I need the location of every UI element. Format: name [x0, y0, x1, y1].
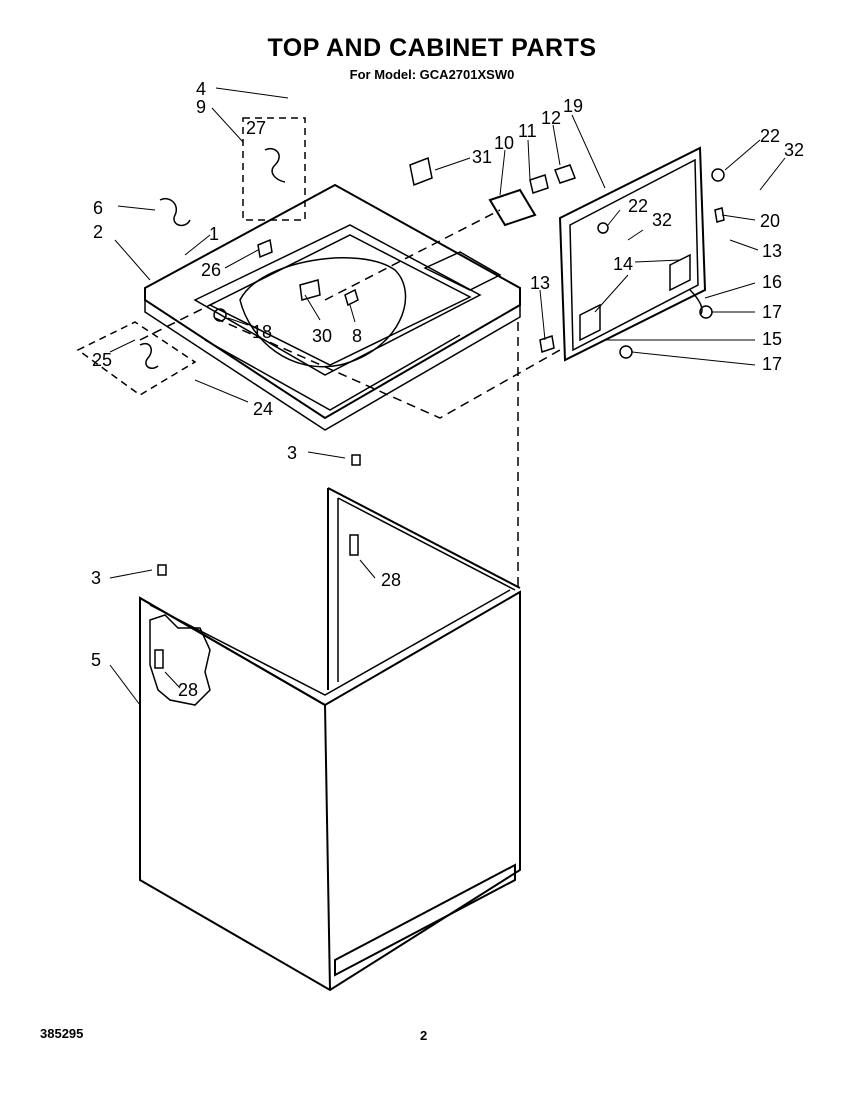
- diagram-code: 385295: [40, 1026, 84, 1041]
- callout-13-left: 13: [530, 273, 550, 293]
- callout-17-lower: 17: [762, 354, 782, 374]
- callout-13-right: 13: [762, 241, 782, 261]
- callout-15: 15: [762, 329, 782, 349]
- callout-3-lower: 3: [91, 568, 101, 588]
- callout-labels: 4 9 27 6 1 2 26 25 18 30 8 24 31 10 11 1…: [91, 79, 804, 700]
- callout-20: 20: [760, 211, 780, 231]
- callout-18: 18: [252, 322, 272, 342]
- callout-22-inner: 22: [628, 196, 648, 216]
- callout-30: 30: [312, 326, 332, 346]
- callout-31: 31: [472, 147, 492, 167]
- callout-12: 12: [541, 108, 561, 128]
- small-parts: [76, 117, 725, 669]
- callout-32-outer: 32: [784, 140, 804, 160]
- callout-24: 24: [253, 399, 273, 419]
- callout-28-upper: 28: [381, 570, 401, 590]
- callout-9: 9: [196, 97, 206, 117]
- callout-11: 11: [518, 121, 537, 141]
- callout-5: 5: [91, 650, 101, 670]
- callout-22-outer: 22: [760, 126, 780, 146]
- callout-4: 4: [196, 79, 206, 99]
- model-subtitle: For Model: GCA2701XSW0: [349, 67, 515, 82]
- callout-27: 27: [246, 118, 266, 138]
- callout-28-lower: 28: [178, 680, 198, 700]
- callout-1: 1: [209, 224, 219, 244]
- callout-8: 8: [352, 326, 362, 346]
- top-panel-drawing: [139, 183, 561, 431]
- callout-2: 2: [93, 222, 103, 242]
- leader-lines: [109, 87, 786, 706]
- callout-25: 25: [92, 350, 112, 370]
- callout-6: 6: [93, 198, 103, 218]
- page-number: 2: [420, 1028, 428, 1043]
- callout-10: 10: [494, 133, 514, 153]
- lid-drawing: [558, 146, 707, 362]
- callout-17-upper: 17: [762, 302, 782, 322]
- cabinet-drawing: [139, 322, 521, 992]
- callout-32-inner: 32: [652, 210, 672, 230]
- callout-16: 16: [762, 272, 782, 292]
- callout-19: 19: [563, 96, 583, 116]
- callout-26: 26: [201, 260, 221, 280]
- callout-3-upper: 3: [287, 443, 297, 463]
- callout-14: 14: [613, 254, 633, 274]
- page-title: TOP AND CABINET PARTS: [267, 34, 597, 62]
